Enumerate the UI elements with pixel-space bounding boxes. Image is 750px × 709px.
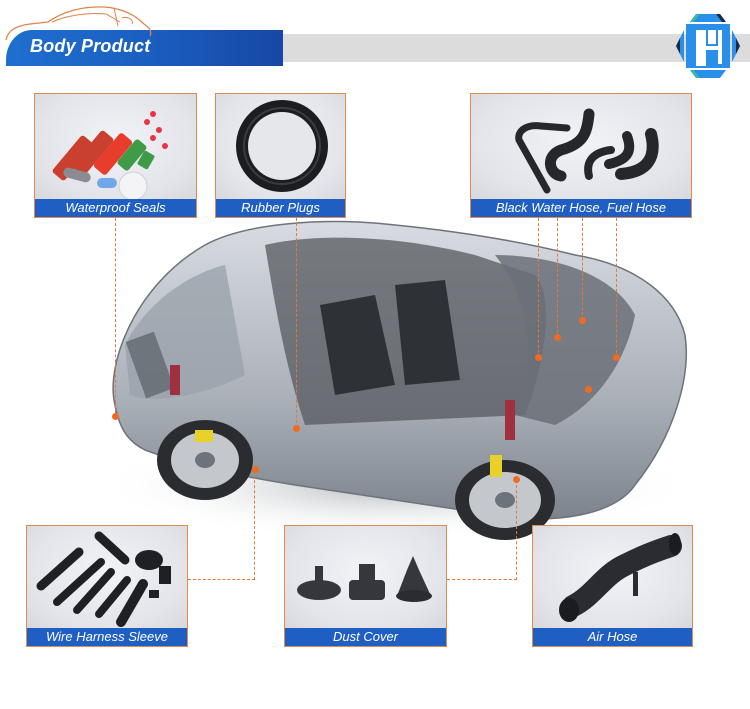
connector-hose-2 xyxy=(557,218,558,338)
car-cutaway-illustration xyxy=(95,220,695,540)
header-bar-gray xyxy=(283,34,750,62)
marker-hose-5 xyxy=(585,386,592,393)
connector-wire-harness xyxy=(188,470,255,580)
connector-rubber-plugs xyxy=(296,218,297,428)
connector-hose-3 xyxy=(582,218,583,320)
page-title: Body Product xyxy=(30,36,151,56)
product-label: Dust Cover xyxy=(285,628,446,646)
marker-hose-4 xyxy=(613,354,620,361)
rubber-plugs-photo xyxy=(216,94,345,199)
marker-waterproof-seals xyxy=(112,413,119,420)
company-logo-icon xyxy=(676,14,740,78)
waterproof-seals-photo xyxy=(35,94,196,201)
connector-hose-1 xyxy=(538,218,539,358)
marker-dust-cover xyxy=(513,476,520,483)
product-card-wire-harness-sleeve[interactable]: Wire Harness Sleeve xyxy=(26,525,188,647)
water-fuel-hose-photo xyxy=(471,94,691,199)
marker-hose-1 xyxy=(535,354,542,361)
product-label: Waterproof Seals xyxy=(35,199,196,217)
product-label: Rubber Plugs xyxy=(216,199,345,217)
wire-harness-sleeve-photo xyxy=(27,526,187,628)
connector-dust-cover xyxy=(447,480,517,580)
header-banner xyxy=(6,30,283,66)
marker-hose-3 xyxy=(579,317,586,324)
product-card-air-hose[interactable]: Air Hose xyxy=(532,525,693,647)
connector-hose-4 xyxy=(616,218,617,358)
air-hose-photo xyxy=(533,526,692,628)
product-label: Wire Harness Sleeve xyxy=(27,628,187,646)
dust-cover-photo xyxy=(285,526,446,628)
product-label: Air Hose xyxy=(533,628,692,646)
product-card-dust-cover[interactable]: Dust Cover xyxy=(284,525,447,647)
connector-waterproof-seals xyxy=(115,218,116,418)
marker-hose-2 xyxy=(554,334,561,341)
marker-rubber-plugs xyxy=(293,425,300,432)
product-card-rubber-plugs[interactable]: Rubber Plugs xyxy=(215,93,346,218)
product-label: Black Water Hose, Fuel Hose xyxy=(471,199,691,217)
product-card-water-fuel-hose[interactable]: Black Water Hose, Fuel Hose xyxy=(470,93,692,218)
car-outline-icon xyxy=(5,6,152,41)
product-card-waterproof-seals[interactable]: Waterproof Seals xyxy=(34,93,197,218)
marker-wire-harness xyxy=(252,466,259,473)
